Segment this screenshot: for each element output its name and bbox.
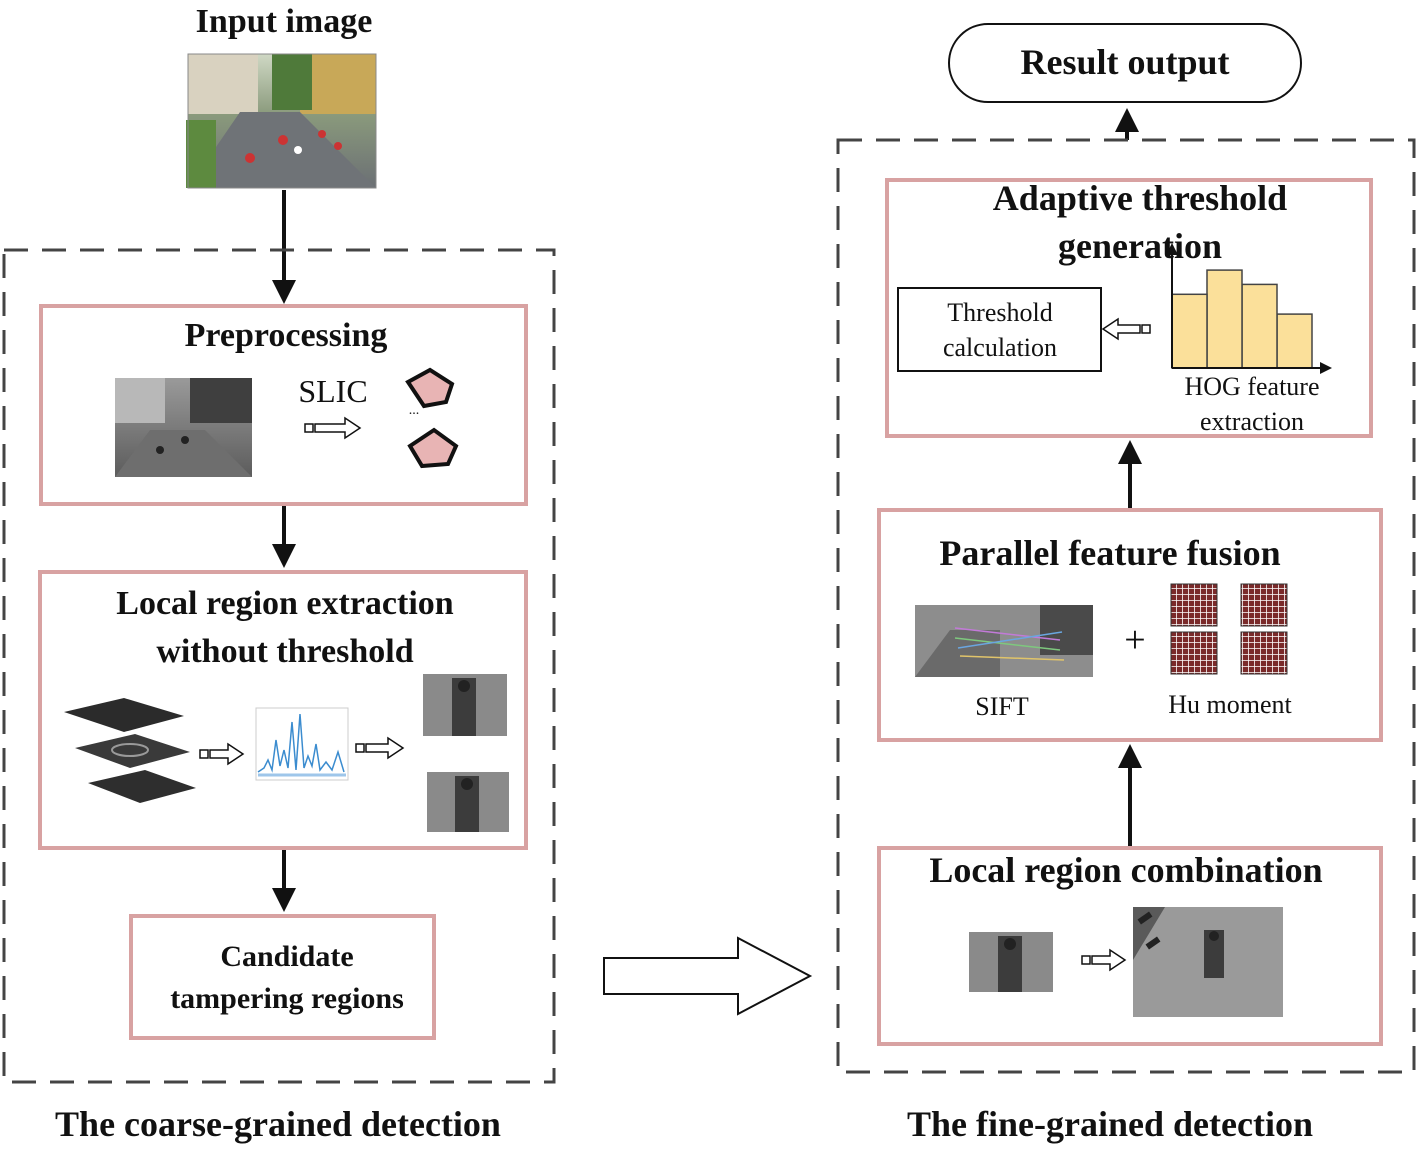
result-output-terminal: [948, 23, 1302, 103]
hu-moment-label: Hu moment: [1168, 690, 1292, 719]
sift-label: SIFT: [975, 692, 1029, 721]
sift-match-image: [915, 605, 1093, 677]
hollow-arrow-icon: [304, 416, 362, 440]
hu-moment-grid: [1170, 583, 1218, 627]
local-combination-box: [877, 846, 1383, 1046]
hog-histogram: [1166, 243, 1332, 374]
fine-detection-container: [836, 138, 1416, 1074]
adaptive-threshold-box: [885, 178, 1373, 438]
hollow-arrow-icon: [199, 742, 245, 766]
local-region-extraction-box: [38, 570, 528, 850]
hollow-arrow-icon: [355, 736, 405, 760]
hu-moment-grid: [1170, 631, 1218, 675]
fine-detection-caption: The fine-grained detection: [907, 1104, 1313, 1144]
candidate-line1: Candidate: [220, 940, 353, 973]
extracted-region-image: [427, 772, 509, 832]
feature-map-stack: [64, 698, 196, 803]
preprocessing-title: Preprocessing: [185, 317, 388, 354]
hog-line1: HOG feature: [1185, 372, 1320, 401]
superpixel-hexagon-icon: [407, 427, 459, 469]
result-output-label: Result output: [1020, 42, 1229, 82]
signal-plot: [255, 707, 349, 781]
parallel-fusion-box: [877, 508, 1383, 742]
adaptive-title-line1: Adaptive threshold: [993, 178, 1287, 218]
hollow-arrow-icon: [1081, 948, 1127, 972]
adaptive-title-line2: generation: [1058, 226, 1222, 266]
coarse-detection-container: [2, 248, 556, 1084]
hollow-arrow-left-icon: [1101, 317, 1151, 341]
input-image-title: Input image: [196, 3, 373, 40]
hog-line2: extraction: [1200, 407, 1304, 436]
threshold-line1: Threshold: [947, 298, 1052, 327]
hu-moment-grid: [1240, 583, 1288, 627]
slic-label: SLIC: [298, 373, 367, 409]
local-region-title-line2: without threshold: [156, 633, 413, 670]
combination-title: Local region combination: [929, 850, 1322, 890]
plus-sign: +: [1124, 619, 1145, 661]
coarse-detection-caption: The coarse-grained detection: [55, 1104, 501, 1144]
superpixel-hexagon-icon: [405, 367, 455, 409]
stage-transition-arrow: [603, 936, 813, 1016]
region-patch-image: [969, 932, 1053, 992]
histogram-bar: [1241, 283, 1278, 369]
threshold-line2: calculation: [943, 333, 1057, 362]
preprocessing-box: [39, 304, 528, 506]
combined-scene-image: [1133, 907, 1283, 1017]
histogram-bar: [1171, 293, 1208, 369]
grayscale-image: [115, 378, 252, 477]
candidate-line2: tampering regions: [170, 982, 404, 1015]
histogram-bar: [1206, 269, 1243, 369]
extracted-region-image: [423, 674, 507, 736]
local-region-title-line1: Local region extraction: [116, 585, 454, 622]
fusion-title: Parallel feature fusion: [939, 533, 1280, 573]
input-image: [186, 53, 377, 189]
candidate-regions-box: [129, 914, 436, 1040]
ellipsis-label: ...: [409, 403, 420, 418]
histogram-bar: [1276, 313, 1313, 369]
threshold-calculation-box: [897, 287, 1102, 372]
hu-moment-grid: [1240, 631, 1288, 675]
